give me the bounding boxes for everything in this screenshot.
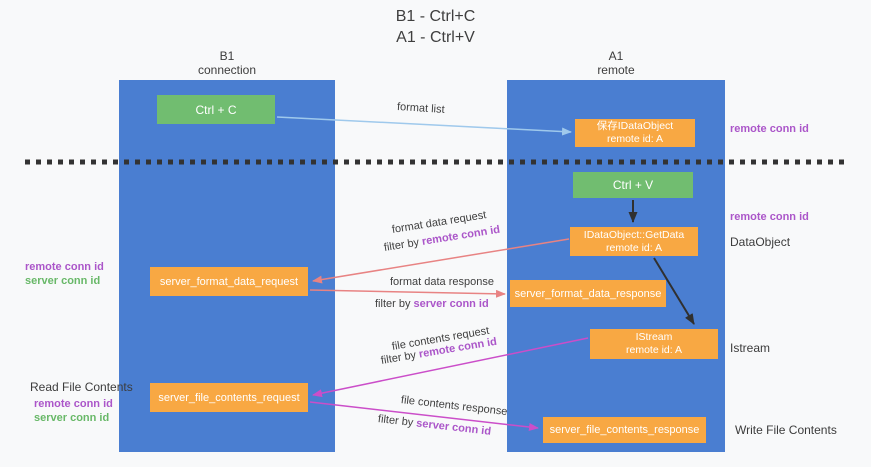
title-line-2: A1 - Ctrl+V xyxy=(396,29,475,46)
lane-b1-role: connection xyxy=(197,63,257,77)
node-server-format-data-request: server_format_data_request xyxy=(150,267,308,296)
filter-by-text: filter by xyxy=(380,348,420,367)
edge-label-filter-server-1: filter by server conn id xyxy=(375,298,489,310)
istream-line2: remote id: A xyxy=(625,344,683,356)
right-write-file-contents: Write File Contents xyxy=(735,423,837,437)
getdata-line1: IDataObject::GetData xyxy=(583,228,685,241)
server-conn-id-text: server conn id xyxy=(413,298,489,310)
edge-label-format-list: format list xyxy=(396,101,445,116)
title-line-1: B1 - Ctrl+C xyxy=(395,8,476,25)
edge-label-file-contents-response: file contents response xyxy=(400,394,509,419)
server-conn-id-text: server conn id xyxy=(415,417,492,438)
left-remote-conn-id-2: remote conn id xyxy=(34,398,113,410)
arrow-format-data-response xyxy=(309,289,506,298)
lane-a1-name: A1 xyxy=(608,49,624,63)
lane-header-a1: A1 remote xyxy=(507,49,725,77)
left-server-conn-id-2: server conn id xyxy=(34,412,110,424)
right-istream-label: Istream xyxy=(730,341,771,355)
right-dataobject-label: DataObject xyxy=(730,235,791,249)
server-format-data-request-label: server_format_data_request xyxy=(159,275,299,288)
server-file-contents-request-label: server_file_contents_request xyxy=(158,391,300,404)
node-ctrl-v: Ctrl + V xyxy=(573,172,693,198)
node-save-dataobject: 保存IDataObject remote id: A xyxy=(575,119,695,147)
node-server-format-data-response: server_format_data_response xyxy=(510,280,666,307)
getdata-line2: remote id: A xyxy=(605,241,663,254)
node-istream: IStream remote id: A xyxy=(590,329,718,359)
lane-b1-name: B1 xyxy=(219,49,235,63)
edge-label-format-data-response: format data response xyxy=(390,276,494,288)
server-format-data-response-label: server_format_data_response xyxy=(514,287,662,300)
lane-header-b1: B1 connection xyxy=(119,49,335,77)
filter-by-text: filter by xyxy=(377,413,417,430)
right-remote-conn-id-2: remote conn id xyxy=(730,211,809,223)
ctrl-c-label: Ctrl + C xyxy=(195,102,237,117)
save-dataobject-line1: 保存IDataObject xyxy=(596,120,674,132)
lane-a1-role: remote xyxy=(597,63,635,77)
node-ctrl-c: Ctrl + C xyxy=(157,95,275,124)
left-remote-conn-id-1: remote conn id xyxy=(25,261,104,273)
node-server-file-contents-response: server_file_contents_response xyxy=(543,417,706,443)
ctrl-v-label: Ctrl + V xyxy=(612,178,654,192)
save-dataobject-line2: remote id: A xyxy=(606,133,664,145)
left-read-file-contents: Read File Contents xyxy=(30,380,133,394)
filter-by-text: filter by xyxy=(375,298,414,310)
filter-by-text: filter by xyxy=(383,236,423,254)
server-file-contents-response-label: server_file_contents_response xyxy=(549,424,700,436)
left-server-conn-id-1: server conn id xyxy=(25,275,101,287)
node-server-file-contents-request: server_file_contents_request xyxy=(150,383,308,412)
edge-label-filter-server-2: filter by server conn id xyxy=(377,413,491,438)
istream-line1: IStream xyxy=(635,331,673,343)
right-remote-conn-id-1: remote conn id xyxy=(730,123,809,135)
node-getdata: IDataObject::GetData remote id: A xyxy=(570,227,698,256)
diagram-title: B1 - Ctrl+C A1 - Ctrl+V xyxy=(0,6,871,48)
